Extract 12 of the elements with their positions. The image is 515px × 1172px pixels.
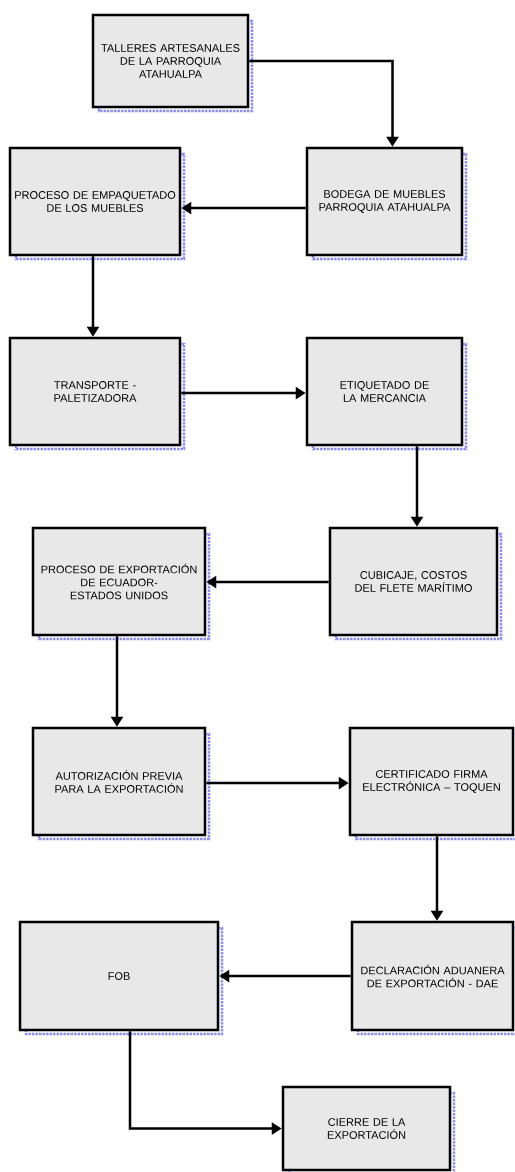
process-box: CIERRE DE LA EXPORTACIÓN [281, 1085, 456, 1172]
process-box: BODEGA DE MUEBLES PARROQUIA ATAHUALPA [305, 146, 468, 261]
process-box: TRANSPORTE - PALETIZADORA [8, 336, 186, 451]
process-box: CUBICAJE, COSTOS DEL FLETE MARÍTIMO [328, 526, 503, 641]
process-box: DECLARACIÓN ADUANERA DE EXPORTACIÓN - DAE [350, 920, 515, 1036]
process-box: CERTIFICADO FIRMA ELECTRÓNICA – TOQUEN [348, 726, 515, 841]
process-box: PROCESO DE EMPAQUETADO DE LOS MUEBLES [8, 146, 186, 261]
process-box: ETIQUETADO DE LA MERCANCIA [305, 336, 468, 451]
process-box: TALLERES ARTESANALES DE LA PARROQUIA ATAHUALPA [91, 13, 254, 113]
process-box: FOB [18, 920, 224, 1036]
process-box: PROCESO DE EXPORTACIÓN DE ECUADOR-ESTADOS UNIDOS [31, 526, 211, 641]
process-box: AUTORIZACIÓN PREVIA PARA LA EXPORTACIÓN [31, 726, 211, 841]
